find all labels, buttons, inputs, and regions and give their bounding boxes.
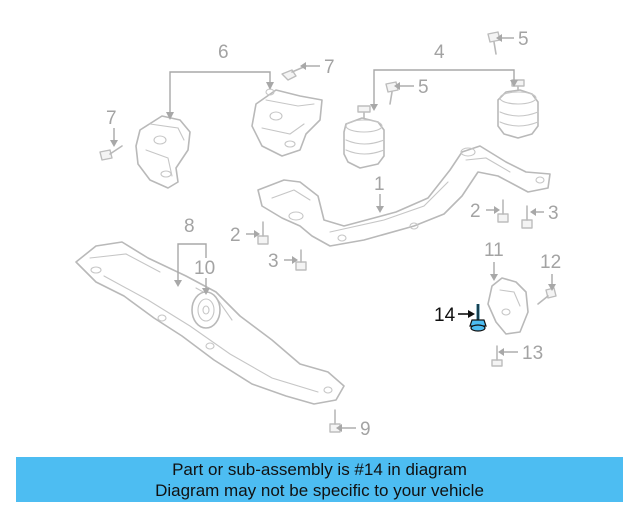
engine-mount-bracket-right (251, 88, 323, 157)
parts-diagram: 6 7 7 4 5 5 1 2 3 2 3 8 10 9 11 12 13 14 (75, 29, 561, 440)
bolt-7-lower (99, 145, 123, 161)
callout-7-lower: 7 (106, 108, 117, 129)
bolt-12 (537, 287, 557, 305)
bolt-5-upper (487, 31, 501, 55)
crossmember (257, 145, 551, 247)
engine-mount-bracket-left (135, 115, 191, 189)
callout-14: 14 (434, 305, 456, 326)
callout-13: 13 (522, 343, 543, 364)
engine-mount-right (497, 79, 539, 139)
banner-line-1: Part or sub-assembly is #14 in diagram (172, 460, 467, 479)
bolt-3-center (295, 249, 307, 271)
callout-11: 11 (484, 240, 504, 261)
bolt-2-right (497, 199, 509, 223)
callout-3-right: 3 (548, 203, 559, 224)
info-banner: Part or sub-assembly is #14 in diagram D… (16, 457, 623, 502)
banner-line-2: Diagram may not be specific to your vehi… (155, 481, 484, 500)
mount-bracket-11 (487, 277, 529, 335)
bolt-9 (329, 409, 341, 433)
callout-9: 9 (360, 419, 371, 440)
bolt-14-highlighted[interactable] (469, 304, 487, 332)
bolt-7-upper (281, 65, 307, 81)
callout-7-upper: 7 (324, 57, 335, 78)
callout-2-center: 2 (230, 225, 241, 246)
bolt-2-center (257, 221, 269, 245)
bolt-3-right (521, 205, 533, 229)
callout-2-right: 2 (470, 201, 481, 222)
callout-3-center: 3 (268, 251, 279, 272)
callout-6: 6 (218, 42, 229, 63)
callout-10: 10 (194, 258, 215, 279)
callout-4: 4 (434, 42, 445, 63)
callout-1: 1 (374, 174, 385, 195)
callout-12: 12 (540, 252, 561, 273)
bolt-13 (491, 345, 503, 367)
bolt-5-lower (385, 81, 399, 105)
engine-mount-left (343, 105, 385, 169)
callout-5-lower: 5 (418, 77, 429, 98)
subframe-bushing (191, 291, 221, 329)
callout-5-upper: 5 (518, 29, 529, 50)
callout-8: 8 (184, 216, 195, 237)
